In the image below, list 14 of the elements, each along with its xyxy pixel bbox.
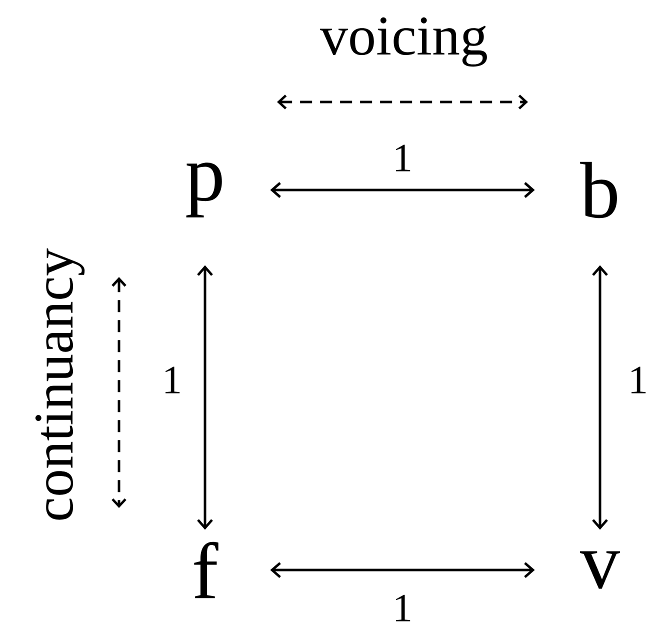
edge-label: 1 <box>161 366 183 394</box>
letter: f <box>194 542 218 598</box>
double-arrow <box>270 562 535 578</box>
letter: b <box>580 162 617 218</box>
axis-label: continuancy <box>35 248 85 520</box>
edge-label: 1 <box>392 144 414 172</box>
double-arrow <box>270 182 535 198</box>
double-arrow <box>197 265 213 530</box>
letter: p <box>186 162 222 218</box>
letter: v <box>580 551 620 589</box>
axis-label: voicing <box>320 17 487 67</box>
edge-label: 1 <box>392 594 414 622</box>
double-arrow <box>592 265 608 530</box>
edge-label: 1 <box>627 366 649 394</box>
